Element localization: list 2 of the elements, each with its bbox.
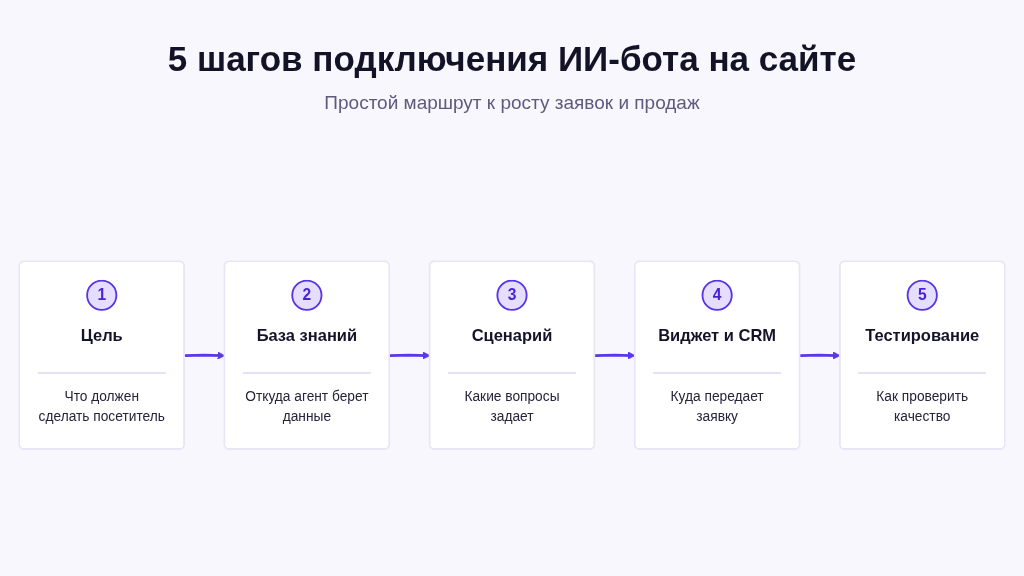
subtitle: Простой маршрут к росту заявок и продаж: [324, 92, 700, 114]
title: 5 шагов подключения ИИ-бота на сайте: [167, 38, 857, 80]
